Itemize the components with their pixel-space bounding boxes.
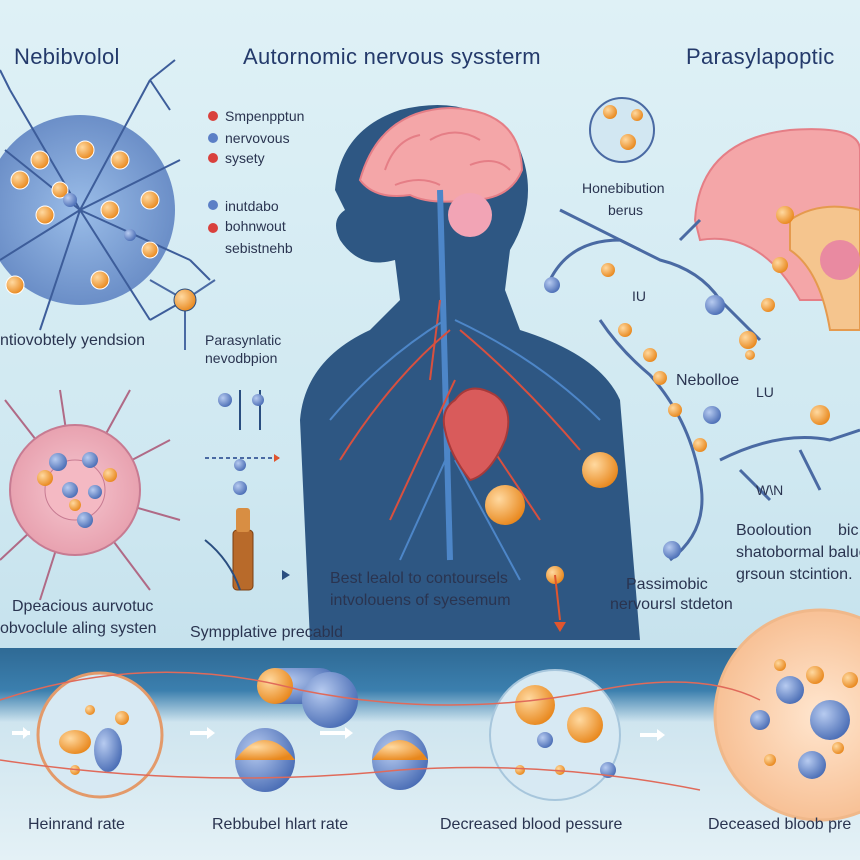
pink-neuron bbox=[0, 389, 181, 601]
parasynlatic-label-2: nevodbpion bbox=[205, 350, 278, 366]
legend-markers bbox=[208, 111, 218, 233]
human-silhouette bbox=[300, 105, 640, 640]
nebolloe-label: Nebolloe bbox=[676, 372, 740, 389]
passim-label-1: Passimobic bbox=[626, 576, 708, 593]
legend-line-1: Smpenpptun bbox=[225, 108, 305, 124]
right-pathway bbox=[548, 208, 860, 562]
legend-line-4: inutdabo bbox=[225, 198, 279, 214]
left-bottom-label-1: Dpeacious aurvotuc bbox=[12, 598, 154, 615]
legend-line-5: bohnwout bbox=[225, 218, 286, 234]
right-text-1b: bic bbox=[838, 522, 859, 539]
title-left: Nebibvolol bbox=[14, 44, 120, 69]
symp-label: Sympplative precabld bbox=[190, 624, 343, 641]
caption-decreased-bp-2: Deceased bloob pre bbox=[708, 816, 852, 833]
left-neuron-label: ntiovobtely yendsion bbox=[0, 332, 145, 349]
right-text-1: Booloution bbox=[736, 522, 812, 539]
legend-line-3: sysety bbox=[225, 150, 265, 166]
legend-line-6: sebistnehb bbox=[225, 240, 293, 256]
iu-label: IU bbox=[632, 288, 646, 304]
hormone-label-1: Honebibution bbox=[582, 180, 665, 196]
left-bottom-label-2: obvoclule aling systen bbox=[0, 620, 157, 637]
zoom-bubble bbox=[589, 97, 655, 163]
caption-decreased-bp: Decreased blood pessure bbox=[440, 816, 623, 833]
lu-label: LU bbox=[756, 384, 774, 400]
title-right: Parasylapoptic bbox=[686, 44, 835, 69]
legend-line-2: nervovous bbox=[225, 130, 290, 146]
synapse-chain bbox=[149, 279, 280, 591]
caption-reduced-heart-rate: Rebbubel hlart rate bbox=[212, 816, 349, 833]
passim-label-2: nervoursl stdeton bbox=[610, 596, 733, 613]
right-text-2: shatobormal balue bbox=[736, 544, 860, 561]
blue-neuron bbox=[0, 59, 211, 331]
title-center: Autornomic nervous syssterm bbox=[243, 44, 541, 69]
right-text-3: grsoun stcintion. bbox=[736, 566, 853, 583]
right-brain bbox=[693, 128, 860, 331]
parasynlatic-label-1: Parasynlatic bbox=[205, 332, 282, 348]
caption-heart-rate: Heinrand rate bbox=[28, 816, 125, 833]
pathway-dots bbox=[546, 263, 830, 584]
hormone-label-2: berus bbox=[608, 202, 644, 218]
bottom-process bbox=[0, 608, 860, 822]
best-label-1: Best lealol to contoursels bbox=[330, 570, 508, 587]
best-label-2: intvolouens of syesemum bbox=[330, 592, 511, 609]
wn-label: W\N bbox=[756, 482, 784, 498]
